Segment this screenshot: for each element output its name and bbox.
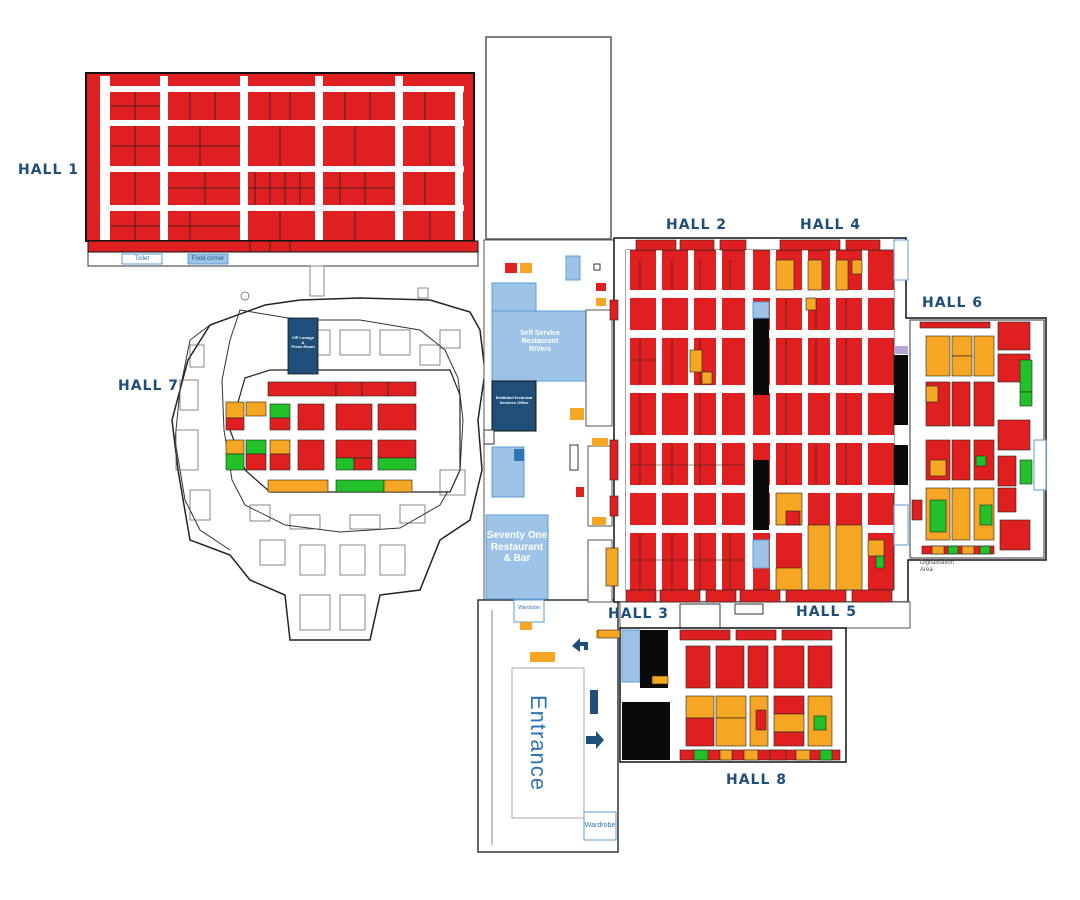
- hall-1-area: [85, 72, 479, 267]
- toilet-hall-1: Toilet: [134, 256, 149, 262]
- hall-6-label: HALL 6: [922, 295, 984, 311]
- vip-line-2: &: [301, 339, 305, 345]
- direction-arrows: [572, 638, 604, 749]
- central-area: [477, 239, 627, 853]
- hall-3-8-area: [597, 627, 847, 763]
- vip-lounge: VIP Lounge & Press Room: [288, 335, 318, 350]
- exhibitor-office-line-1: Exhibitor/Technical: [495, 395, 533, 400]
- hall-7-area: [171, 287, 486, 641]
- digitalisation-line-2: Area: [920, 567, 933, 574]
- self-service-restaurant: Self Service Restaurant RIVers: [494, 330, 586, 354]
- hall-5-label: HALL 5: [796, 604, 858, 620]
- seventy-one-line-1: Seventy One: [486, 530, 548, 541]
- building-block: [485, 36, 612, 240]
- hall-7-label: HALL 7: [118, 378, 180, 394]
- entrance-label: Entrance: [526, 694, 551, 792]
- exhibitor-office-line-2: Services Office: [499, 399, 529, 405]
- self-service-line-3: RIVers: [529, 346, 551, 354]
- self-service-line-2: Restaurant: [521, 338, 559, 346]
- hall-8-label: HALL 8: [726, 772, 788, 788]
- hall-2-label: HALL 2: [666, 217, 728, 233]
- vip-line-1: VIP Lounge: [292, 335, 314, 340]
- seventy-one-line-3: & Bar: [503, 553, 531, 564]
- seventy-one-restaurant: Seventy One Restaurant & Bar: [484, 530, 550, 565]
- hall-2-4-5-area: [605, 237, 1047, 629]
- hall-1-label: HALL 1: [18, 162, 80, 178]
- vip-line-3: Press Room: [291, 344, 315, 350]
- wardrobe-small-label: Wardrobe: [518, 605, 540, 611]
- food-corner-hall-1: Food corner: [191, 256, 225, 262]
- seventy-one-line-2: Restaurant: [490, 541, 544, 553]
- self-service-line-1: Self Service: [520, 330, 560, 337]
- digitalisation-area: Digitalisation Area: [920, 560, 954, 574]
- exhibitor-office: Exhibitor/Technical Services Office: [492, 395, 536, 405]
- hall-4-label: HALL 4: [800, 217, 862, 233]
- hall-3-label: HALL 3: [608, 606, 670, 622]
- digitalisation-line-1: Digitalisation: [920, 560, 955, 566]
- hall-6-area: [909, 319, 1047, 559]
- wardrobe-label: Wardrobe: [584, 822, 616, 829]
